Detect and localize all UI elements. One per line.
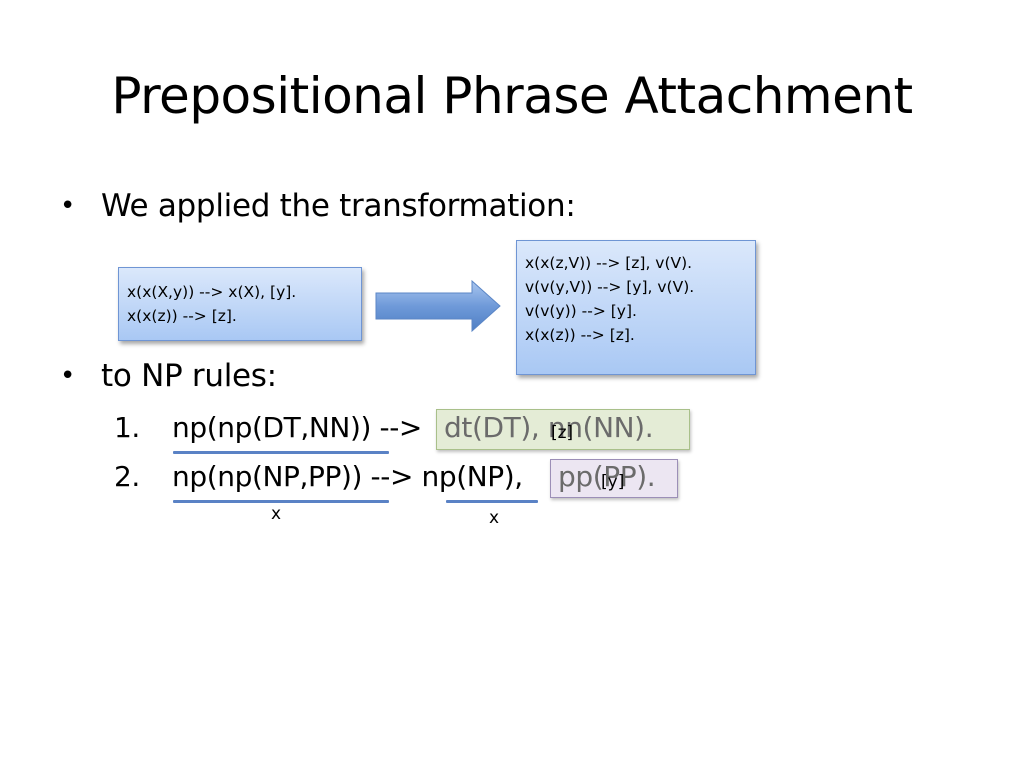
right-arrow-icon — [375, 279, 501, 333]
list-number: 1. — [114, 411, 140, 444]
source-rules-box: x(x(X,y)) --> x(X), [y]. x(x(z)) --> [z]… — [118, 267, 362, 341]
bullet-marker: • — [60, 191, 76, 221]
target-rule-line: x(x(z,V)) --> [z], v(V). — [525, 254, 693, 272]
target-rule-line: x(x(z)) --> [z]. — [525, 326, 635, 344]
highlight-box-purple — [550, 459, 678, 498]
list-number: 2. — [114, 460, 140, 493]
x-label: x — [271, 504, 282, 524]
target-rule-line: v(v(y)) --> [y]. — [525, 302, 637, 320]
target-rule-line: v(v(y,V)) --> [y], v(V). — [525, 278, 695, 296]
np-rule-body: dt(DT), nn(NN). — [444, 411, 654, 444]
bullet-text-np-rules: to NP rules: — [101, 358, 277, 394]
target-rules-box: x(x(z,V)) --> [z], v(V). v(v(y,V)) --> [… — [516, 240, 756, 375]
highlight-box-green — [436, 409, 690, 450]
underline-np-call — [446, 500, 538, 503]
bullet-text-transformation: We applied the transformation: — [101, 188, 576, 224]
x-label: x — [489, 508, 500, 528]
np-rule-body: pp(PP). — [558, 460, 656, 493]
overlay-label-y: [y] — [601, 472, 625, 492]
slide-title: Prepositional Phrase Attachment — [111, 67, 913, 125]
source-rule-line: x(x(z)) --> [z]. — [127, 307, 237, 325]
underline-np-head — [173, 500, 389, 503]
bullet-marker: • — [60, 361, 76, 391]
underline-np-head — [173, 451, 389, 454]
np-rule-head: np(np(NP,PP)) --> np(NP), — [172, 460, 523, 493]
overlay-label-z: [z] — [551, 423, 574, 443]
source-rule-line: x(x(X,y)) --> x(X), [y]. — [127, 283, 297, 301]
np-rule-head: np(np(DT,NN)) --> — [172, 411, 422, 444]
